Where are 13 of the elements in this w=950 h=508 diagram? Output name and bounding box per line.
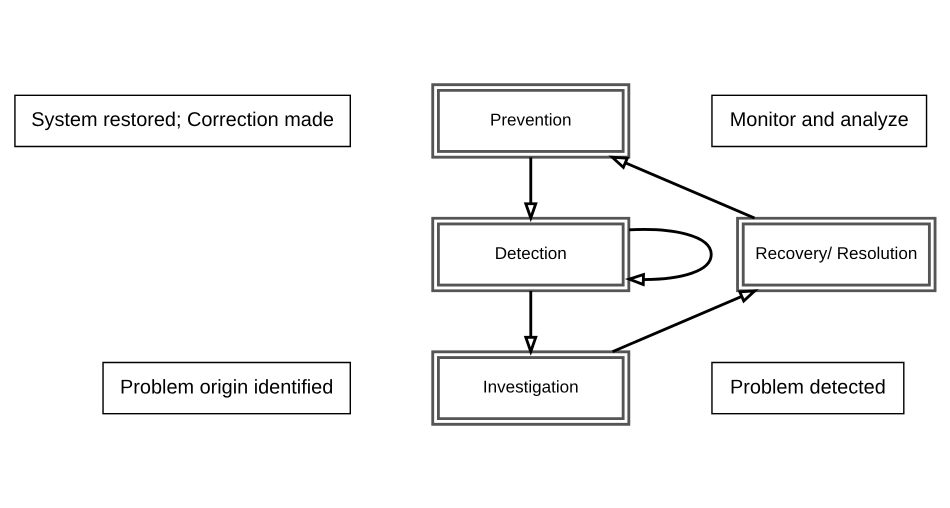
node-box: Problem detected <box>711 361 905 414</box>
arrow <box>608 155 756 219</box>
arrow <box>624 228 713 286</box>
arrow <box>612 288 759 352</box>
node-box: Investigation <box>431 350 630 426</box>
node-box: Detection <box>431 216 630 292</box>
node-box: Prevention <box>431 82 630 158</box>
node-box: Monitor and analyze <box>711 94 928 147</box>
arrow <box>524 290 538 356</box>
node-box: Problem origin identified <box>102 361 352 414</box>
node-box: Recovery/ Resolution <box>736 216 936 292</box>
node-box: System restored; Correction made <box>14 94 352 147</box>
arrow <box>524 156 538 222</box>
